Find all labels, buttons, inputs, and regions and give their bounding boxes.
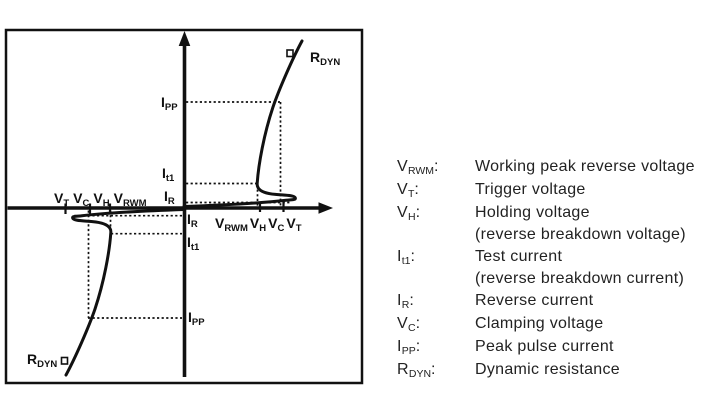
label-ipp-positive: IPP xyxy=(161,94,178,113)
legend-symbol: VC: xyxy=(397,315,421,334)
diagram-frame xyxy=(4,28,364,385)
rdyn-marker-bottom xyxy=(60,356,69,365)
y-axis-arrow-icon xyxy=(178,31,191,46)
label-vh-pos: VH xyxy=(249,215,267,234)
legend-symbol: IPP: xyxy=(397,338,421,357)
x-axis-labels-positive: VRWM VH VC VT xyxy=(215,215,302,234)
legend-item-ir: IR: Reverse current xyxy=(397,290,695,313)
symbol-legend: VRWM: Working peak reverse voltage VT: T… xyxy=(397,156,695,382)
legend-symbol: VT: xyxy=(397,181,420,200)
label-ipp-negative: IPP xyxy=(188,309,205,328)
label-vh-neg: VH xyxy=(93,190,110,209)
x-axis-labels-negative: VT VC VH VRWM xyxy=(54,190,147,209)
legend-description: Peak pulse current xyxy=(475,338,614,355)
legend-item-vrwm: VRWM: Working peak reverse voltage xyxy=(397,156,695,179)
label-it1-positive: It1 xyxy=(162,165,175,184)
guide-lines-positive xyxy=(186,101,291,206)
label-vrwm-pos: VRWM xyxy=(215,215,248,234)
guide-lines-negative xyxy=(74,210,182,319)
label-vrwm-neg: VRWM xyxy=(113,190,147,209)
characteristic-curves xyxy=(64,39,304,377)
positive-breakdown-curve xyxy=(182,39,304,208)
legend-item-vh: VH: Holding voltage (reverse breakdown v… xyxy=(397,202,695,246)
label-rdyn-positive: RDYN xyxy=(310,49,341,68)
legend-symbol: RDYN: xyxy=(397,361,436,380)
legend-symbol: It1: xyxy=(397,248,416,267)
legend-description: Dynamic resistance xyxy=(475,361,621,378)
legend-item-it1: It1: Test current (reverse breakdown cur… xyxy=(397,246,695,290)
legend-description: Clamping voltage xyxy=(475,315,604,332)
legend-description: Trigger voltage xyxy=(475,181,586,198)
legend-description: Holding voltage (reverse breakdown volta… xyxy=(475,204,686,243)
label-vc-neg: VC xyxy=(73,190,90,209)
legend-description: Reverse current xyxy=(475,292,594,309)
legend-item-rdyn: RDYN: Dynamic resistance xyxy=(397,359,695,382)
negative-breakdown-curve xyxy=(64,208,186,377)
legend-item-vc: VC: Clamping voltage xyxy=(397,313,695,336)
label-vc-pos: VC xyxy=(268,215,285,234)
x-axis-arrow-icon xyxy=(318,202,333,214)
label-ir-positive: IR xyxy=(164,188,175,207)
label-rdyn-negative: RDYN xyxy=(27,351,58,370)
legend-description: Test current (reverse breakdown current) xyxy=(475,248,685,287)
label-ir-negative: IR xyxy=(187,211,198,230)
iv-curve-diagram xyxy=(4,28,364,385)
label-it1-negative: It1 xyxy=(187,234,200,253)
label-vt-neg: VT xyxy=(54,190,70,209)
legend-item-vt: VT: Trigger voltage xyxy=(397,179,695,202)
rdyn-slope-markers xyxy=(60,49,294,365)
legend-description: Working peak reverse voltage xyxy=(475,158,695,175)
legend-symbol: VRWM: xyxy=(397,158,439,177)
legend-item-ipp: IPP: Peak pulse current xyxy=(397,336,695,359)
legend-symbol: VH: xyxy=(397,204,421,223)
legend-symbol: IR: xyxy=(397,292,415,311)
rdyn-marker-top xyxy=(286,49,294,58)
label-vt-pos: VT xyxy=(286,215,302,234)
